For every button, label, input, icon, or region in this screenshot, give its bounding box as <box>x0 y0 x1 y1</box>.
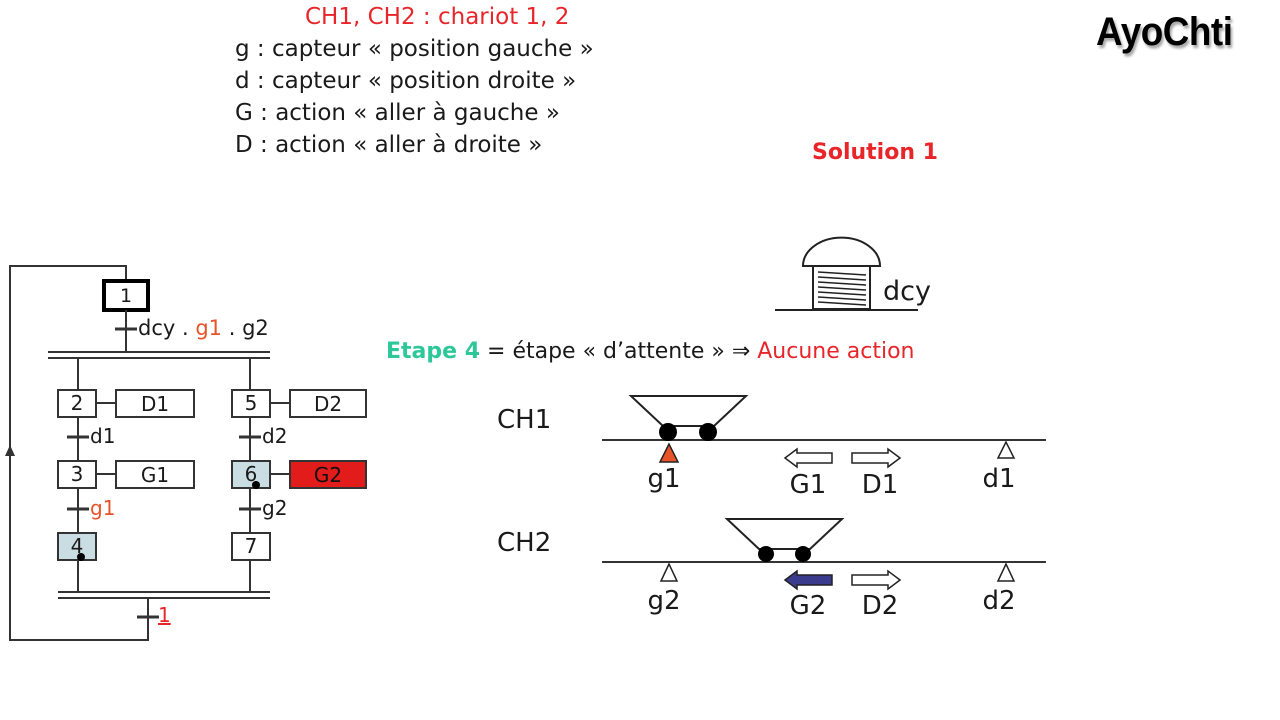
step-6-token <box>252 481 260 489</box>
action-G2-arrow-icon <box>783 569 833 591</box>
transition-1-g1: g1 <box>195 316 222 340</box>
grafcet-labels: 1 dcy . g1 . g2 2 D1 d1 3 G1 g1 4 5 D2 d… <box>71 285 342 627</box>
action-D2-arrow-label: D2 <box>862 591 899 621</box>
action-D1-box <box>115 389 195 418</box>
step-4-label: 4 <box>71 534 84 558</box>
cart-ch1-wheel-right <box>699 423 717 441</box>
etape-label: Etape 4 <box>386 339 481 364</box>
transition-1-sep2: . <box>222 316 242 340</box>
legend-title: CH1, CH2 : chariot 1, 2 <box>305 4 570 30</box>
track-ch2: CH2 g2 G2 D2 d2 <box>497 518 1046 621</box>
return-arrow-icon <box>5 445 15 456</box>
sensor-g1-label: g1 <box>647 464 680 494</box>
action-D2-box <box>289 389 367 418</box>
step-4-token <box>77 553 85 561</box>
action-G1-label: G1 <box>141 463 169 487</box>
transition-1-g2: g2 <box>242 316 269 340</box>
transition-d1-label: d1 <box>90 424 115 448</box>
transition-g1-label: g1 <box>90 496 115 520</box>
step-3-label: 3 <box>71 462 84 486</box>
transition-1-sep1: . <box>175 316 195 340</box>
track-ch1: CH1 g1 G1 D1 d1 <box>497 395 1046 500</box>
action-D2-arrow-icon <box>851 569 902 591</box>
legend-line-G: G : action « aller à gauche » <box>235 100 560 126</box>
cart-ch1-wheel-left <box>659 423 677 441</box>
action-D1-label: D1 <box>141 392 169 416</box>
step-7-box <box>231 532 271 561</box>
track-ch1-name: CH1 <box>497 405 551 435</box>
action-G2-label: G2 <box>314 463 342 487</box>
action-G1-arrow-icon <box>783 447 833 469</box>
cart-ch1-body <box>628 395 749 427</box>
transition-1-label: dcy . g1 . g2 <box>138 316 269 340</box>
action-G2-box <box>289 460 367 489</box>
step-5-label: 5 <box>245 391 258 415</box>
transition-1-dcy: dcy <box>138 316 175 340</box>
step-4-box <box>57 532 97 561</box>
legend-line-D: D : action « aller à droite » <box>235 132 543 158</box>
sensor-d2-label: d2 <box>982 586 1015 616</box>
grafcet <box>5 265 367 641</box>
step-6-label: 6 <box>245 462 258 486</box>
brand-logo: AyoChti <box>1096 10 1233 54</box>
action-D1-arrow-icon <box>851 447 902 469</box>
track-ch2-name: CH2 <box>497 528 551 558</box>
transition-d2-label: d2 <box>262 424 287 448</box>
action-D1-arrow-label: D1 <box>862 470 899 500</box>
legend-line-d: d : capteur « position droite » <box>235 68 577 94</box>
solution-title: Solution 1 <box>812 140 938 165</box>
step-7-label: 7 <box>245 534 258 558</box>
dcy-button-label: dcy <box>883 276 931 307</box>
action-D2-label: D2 <box>314 392 342 416</box>
step-6-box <box>231 460 271 489</box>
etape-note: Etape 4 = étape « d’attente » ⇒ Aucune a… <box>386 339 914 364</box>
cart-ch2-wheel-left <box>758 546 774 562</box>
sensor-d1-icon <box>996 440 1016 459</box>
transition-g2-label: g2 <box>262 496 287 520</box>
sensor-g2-label: g2 <box>647 586 680 616</box>
sensor-g1-icon <box>658 442 680 463</box>
final-transition-label: 1 <box>158 603 171 627</box>
sensor-g2-icon <box>659 562 679 582</box>
sensor-d2-icon <box>996 562 1016 582</box>
legend-line-g: g : capteur « position gauche » <box>235 36 594 62</box>
action-G2-arrow-label: G2 <box>790 591 827 621</box>
step-1-label: 1 <box>120 285 132 307</box>
cart-ch2-body <box>724 518 845 550</box>
step-1-box <box>102 279 150 312</box>
cart-ch2-wheel-right <box>795 546 811 562</box>
dcy-button-icon <box>775 236 918 311</box>
action-G1-arrow-label: G1 <box>790 470 827 500</box>
etape-text: = étape « d’attente » ⇒ <box>480 339 758 364</box>
etape-action: Aucune action <box>757 339 915 364</box>
action-G1-box <box>115 460 195 489</box>
step-2-label: 2 <box>71 391 84 415</box>
sensor-d1-label: d1 <box>982 464 1015 494</box>
